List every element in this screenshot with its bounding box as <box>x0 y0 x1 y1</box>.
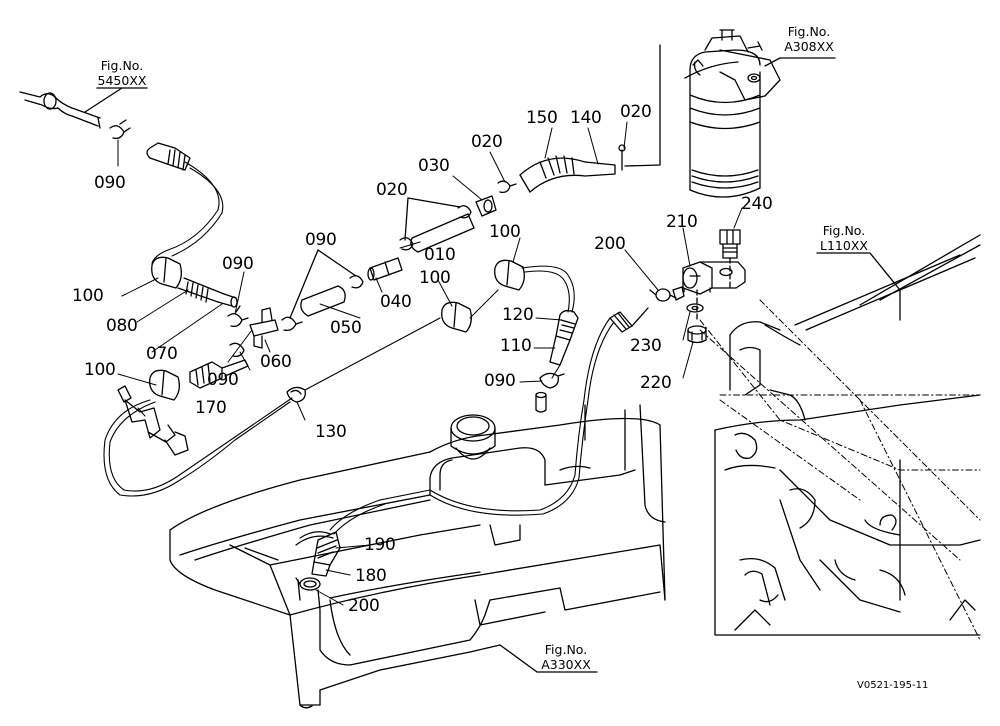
part-label-230: 230 <box>630 336 662 356</box>
part-label-170: 170 <box>195 398 227 418</box>
bolt-240 <box>719 229 741 259</box>
part-label-030: 030 <box>418 156 450 176</box>
fuel-filter <box>684 29 781 198</box>
clamp-020-b <box>497 180 517 194</box>
part-label-240: 240 <box>741 194 773 214</box>
sensor-100-lower <box>149 369 180 401</box>
label-leaders <box>117 121 743 606</box>
banjo-fitting <box>682 261 746 295</box>
hose-050 <box>300 285 346 317</box>
nipple-040 <box>367 257 403 281</box>
fig-code: L110XX <box>820 238 868 253</box>
fig-code: A308XX <box>784 39 834 54</box>
part-label-130: 130 <box>315 422 347 442</box>
nipple-070 <box>217 293 238 308</box>
hose-150 <box>519 155 586 193</box>
fig-caption: Fig.No. <box>787 24 831 39</box>
clamp-090-lower <box>229 342 245 358</box>
fig-caption: Fig.No. <box>822 223 866 238</box>
pipe-140 <box>584 161 616 177</box>
part-label-150: 150 <box>526 108 558 128</box>
sensor-100-center <box>494 259 525 291</box>
leader-a330 <box>499 644 538 673</box>
part-label-060: 060 <box>260 352 292 372</box>
fitting-030 <box>475 195 497 217</box>
tank-port-lines <box>297 579 321 611</box>
part-label-090-lower: 090 <box>207 370 239 390</box>
leader-l110 <box>816 252 901 291</box>
bracket-170 <box>117 385 189 456</box>
part-label-020-b: 020 <box>471 132 503 152</box>
clamp-200-upper <box>649 286 685 302</box>
leader-020-pair <box>404 197 461 241</box>
clamp-090-right <box>349 275 364 289</box>
clamp-200-lower <box>295 577 321 591</box>
part-label-200-upper: 200 <box>594 234 626 254</box>
part-label-050: 050 <box>330 318 362 338</box>
clamp-090-top <box>109 119 131 140</box>
part-label-100-mid: 100 <box>419 268 451 288</box>
hose-end-return <box>609 307 649 333</box>
part-label-020-top: 020 <box>620 102 652 122</box>
fuel-pipe-5450 <box>19 91 101 129</box>
part-label-090-pair: 090 <box>305 230 337 250</box>
part-label-040: 040 <box>380 292 412 312</box>
clip-020-top <box>618 144 626 171</box>
part-label-140: 140 <box>570 108 602 128</box>
part-label-070: 070 <box>146 344 178 364</box>
part-label-080: 080 <box>106 316 138 336</box>
part-label-090-left: 090 <box>222 254 254 274</box>
clamp-090-mid <box>281 316 303 332</box>
fig-ref-5450: Fig.No. 5450XX <box>97 58 147 88</box>
part-label-090-top: 090 <box>94 173 126 193</box>
part-label-100-center: 100 <box>489 222 521 242</box>
fuel-lines <box>103 161 615 535</box>
part-label-010: 010 <box>424 245 456 265</box>
filler-cap <box>450 414 496 460</box>
drawing-code: V0521-195-11 <box>857 680 929 691</box>
part-label-180: 180 <box>355 566 387 586</box>
pipe-110 <box>549 335 571 366</box>
plug-220 <box>687 325 707 344</box>
tee-joint-060 <box>249 307 279 349</box>
leader-090-pair <box>289 249 357 319</box>
clamp-090-left <box>227 305 249 328</box>
fig-ref-a330: Fig.No. A330XX <box>537 642 595 672</box>
sensor-100-mid <box>441 301 472 333</box>
part-label-210: 210 <box>666 212 698 232</box>
fig-ref-l110: Fig.No. L110XX <box>817 223 871 253</box>
ribbed-nipple-top <box>146 142 191 171</box>
fig-ref-a308: Fig.No. A308XX <box>781 24 837 54</box>
clamp-090-center <box>539 372 565 389</box>
ribbed-hose-190 <box>313 531 341 566</box>
leader-5450 <box>84 87 123 113</box>
part-label-100-lower: 100 <box>84 360 116 380</box>
leader-a308 <box>624 44 661 167</box>
part-label-190: 190 <box>364 535 396 555</box>
fig-caption: Fig.No. <box>544 642 588 657</box>
ribbed-hose-120 <box>555 309 579 341</box>
fig-code: A330XX <box>541 657 591 672</box>
part-label-100-upper: 100 <box>72 286 104 306</box>
frame-hidden-lines <box>699 299 981 641</box>
tank-fitting-arc <box>299 531 331 539</box>
washer-230 <box>686 303 704 313</box>
frame-structure <box>714 234 981 636</box>
fig-caption: Fig.No. <box>100 58 144 73</box>
part-label-020-pair: 020 <box>376 180 408 200</box>
return-port <box>535 391 547 413</box>
part-label-220: 220 <box>640 373 672 393</box>
fig-code: 5450XX <box>97 73 147 88</box>
hose-080 <box>177 277 225 303</box>
part-label-200-lower: 200 <box>348 596 380 616</box>
sensor-100-upper <box>151 256 182 289</box>
part-label-110: 110 <box>500 336 532 356</box>
part-label-090-center: 090 <box>484 371 516 391</box>
part-label-120: 120 <box>502 305 534 325</box>
clamp-020-c <box>457 205 472 219</box>
